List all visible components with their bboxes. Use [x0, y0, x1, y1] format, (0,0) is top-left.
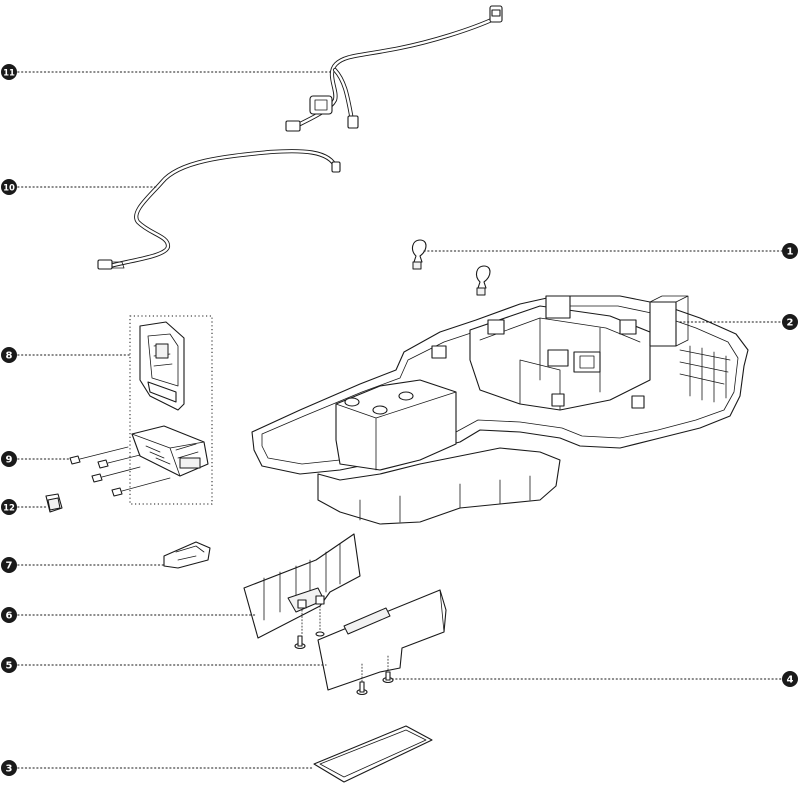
callout-4: 4: [782, 671, 798, 687]
bracket-part: [243, 533, 361, 650]
callout-8: 8: [1, 347, 17, 363]
callout-6: 6: [1, 607, 17, 623]
small-cap-part: [45, 493, 63, 513]
callout-label: 10: [3, 184, 15, 194]
callout-label: 11: [3, 69, 15, 79]
callout-3: 3: [1, 760, 17, 776]
callout-label: 1: [787, 247, 794, 258]
callout-9: 9: [1, 451, 17, 467]
callout-2: 2: [782, 314, 798, 330]
leader-lines: [13, 71, 787, 769]
callout-label: 6: [6, 611, 13, 622]
callout-11: 11: [1, 64, 17, 80]
callout-label: 2: [787, 318, 794, 329]
callout-5: 5: [1, 657, 17, 673]
callout-7: 7: [1, 557, 17, 573]
screw-part: [356, 655, 394, 696]
cover-plate-part: [317, 589, 447, 691]
callout-12: 12: [1, 499, 17, 515]
callout-label: 4: [787, 675, 794, 686]
callout-label: 3: [6, 764, 13, 775]
cable-harness-part: [97, 149, 341, 270]
cable-clip-part: [411, 239, 491, 296]
callout-label: 7: [6, 561, 13, 572]
callout-1: 1: [782, 243, 798, 259]
callout-10: 10: [1, 179, 17, 195]
connector-housing-part: [129, 315, 213, 505]
screw-set-part: [69, 425, 209, 497]
chassis-part: [251, 295, 749, 525]
callout-label: 8: [6, 351, 13, 362]
callout-label: 5: [6, 661, 13, 672]
callout-label: 9: [6, 455, 13, 466]
latch-part: [163, 541, 211, 569]
callout-label: 12: [3, 504, 15, 514]
gasket-part: [313, 725, 433, 783]
cable-with-grommet-part: [285, 5, 503, 132]
